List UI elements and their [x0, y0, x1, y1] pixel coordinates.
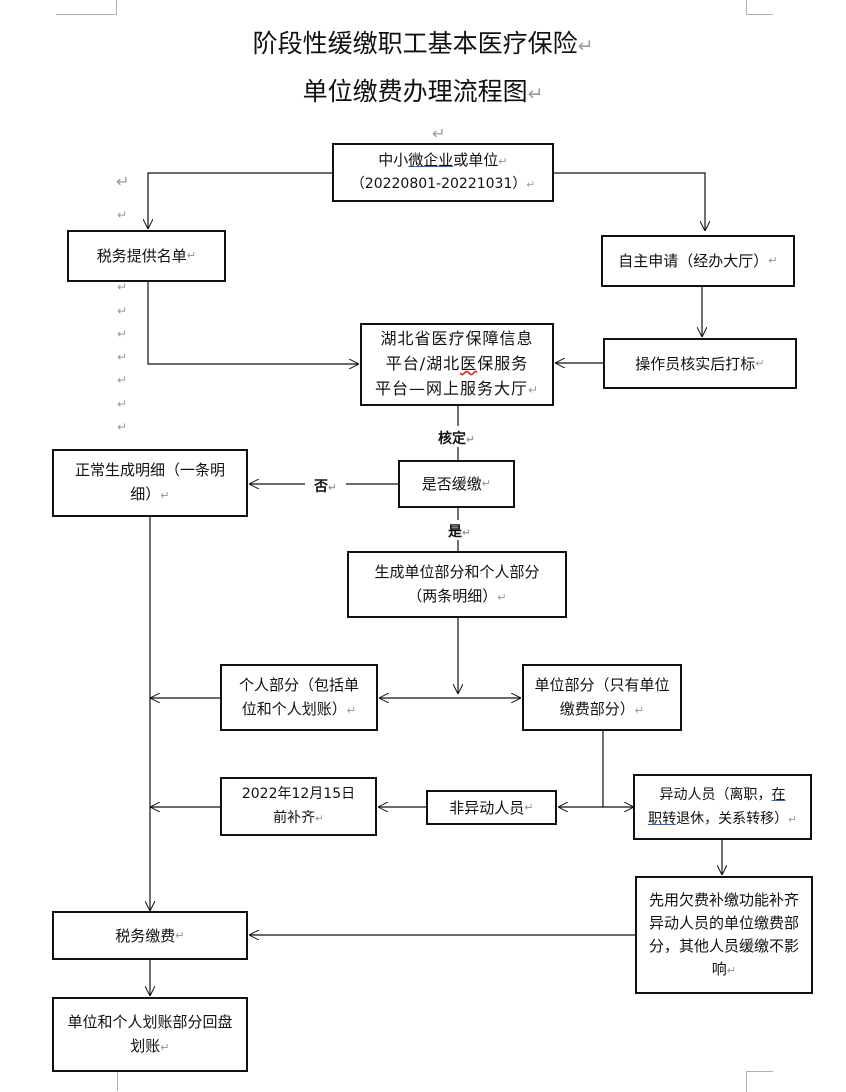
- node-text: （两条明细）↵: [407, 586, 507, 605]
- paragraph-mark-icon: ↵: [186, 249, 197, 262]
- node-operator-mark[interactable]: 操作员核实后打标↵: [603, 338, 797, 389]
- node-platform[interactable]: 湖北省医疗保障信息 平台/湖北医保服务 平台—网上服务大厅↵: [360, 323, 554, 406]
- node-text: 税务缴费: [115, 926, 176, 945]
- node-text: 单位部分（只有单位缴费部分）↵: [534, 675, 670, 718]
- paragraph-mark-icon: ↵: [726, 963, 737, 977]
- node-text: 个人部分（包括单位和个人划账）↵: [238, 675, 359, 718]
- edge-label-verify: 核定↵: [438, 431, 475, 447]
- node-text: 正常生成明细（一条明细）↵: [74, 461, 225, 503]
- page-corner-bottom-right: [746, 1071, 773, 1092]
- page-corner-top-left: [56, 0, 117, 15]
- node-normal-detail[interactable]: 正常生成明细（一条明细）↵: [52, 449, 248, 517]
- node-start-line-2: （20220801-20221031）↵: [350, 176, 536, 192]
- paragraph-mark-icon: ↵: [117, 397, 128, 411]
- edge-tax-list-to-platform: [147, 280, 359, 364]
- node-self-apply[interactable]: 自主申请（经办大厅）↵: [601, 235, 795, 287]
- node-text: 湖北省医疗保障信息: [380, 329, 534, 348]
- node-text: 平台—网上服务大厅↵: [374, 379, 540, 398]
- paragraph-mark-icon: ↵: [577, 36, 594, 57]
- paragraph-mark-icon: ↵: [498, 155, 508, 168]
- edge-label-no: 否↵: [314, 479, 337, 495]
- paragraph-mark-icon: ↵: [755, 356, 765, 370]
- paragraph-mark-icon: ↵: [346, 703, 357, 717]
- node-text: 非异动人员: [449, 798, 525, 817]
- node-unit-part[interactable]: 单位部分（只有单位缴费部分）↵: [522, 664, 682, 731]
- paragraph-mark-icon: ↵: [116, 172, 130, 191]
- paragraph-mark-icon: ↵: [788, 813, 797, 826]
- title-text: 阶段性缓缴职工基本医疗保险: [252, 29, 578, 58]
- paragraph-mark-icon: ↵: [117, 373, 128, 387]
- node-text: 职转退休，关系转移）↵: [648, 810, 797, 827]
- node-changed[interactable]: 异动人员（离职，在 职转退休，关系转移）↵: [633, 774, 812, 840]
- paragraph-mark-icon: ↵: [117, 350, 128, 364]
- paragraph-mark-icon: ↵: [117, 327, 128, 341]
- page-title-line-1: 阶段性缓缴职工基本医疗保险↵: [0, 24, 846, 60]
- node-text: 操作员核实后打标: [635, 354, 756, 373]
- paragraph-mark-icon: ↵: [768, 254, 778, 267]
- node-text: 异动人员（离职，在: [659, 786, 786, 803]
- node-start-line-1: 中小微企业或单位↵: [378, 151, 508, 169]
- node-text: 是否缓缴: [421, 475, 482, 493]
- edge-label-yes: 是↵: [448, 524, 471, 540]
- node-defer-decision[interactable]: 是否缓缴↵: [398, 460, 515, 508]
- edge-start-to-self-apply: [553, 172, 705, 231]
- node-text: 2022年12月15日: [241, 786, 356, 802]
- page-corner-top-right: [746, 0, 773, 15]
- node-reconcile[interactable]: 单位和个人划账部分回盘划账↵: [52, 997, 248, 1072]
- node-text: 先用欠费补缴功能补齐异动人员的单位缴费部分，其他人员缓缴不影响↵: [649, 890, 800, 978]
- node-text: 单位和个人划账部分回盘划账↵: [67, 1012, 233, 1055]
- node-tax-payment[interactable]: 税务缴费↵: [52, 911, 248, 960]
- paragraph-mark-icon: ↵: [160, 489, 170, 502]
- paragraph-mark-icon: ↵: [462, 527, 471, 539]
- paragraph-mark-icon: ↵: [526, 179, 536, 191]
- node-text: 生成单位部分和个人部分: [374, 562, 540, 581]
- node-start[interactable]: 中小微企业或单位↵ （20220801-20221031）↵: [332, 143, 554, 202]
- node-non-changed[interactable]: 非异动人员↵: [426, 790, 557, 825]
- paragraph-mark-icon: ↵: [117, 280, 128, 294]
- node-text: 前补齐↵: [273, 810, 324, 826]
- node-deadline[interactable]: 2022年12月15日 前补齐↵: [220, 777, 377, 836]
- paragraph-mark-icon: ↵: [527, 383, 540, 397]
- paragraph-mark-icon: ↵: [117, 304, 128, 318]
- node-arrears[interactable]: 先用欠费补缴功能补齐异动人员的单位缴费部分，其他人员缓缴不影响↵: [635, 876, 813, 994]
- node-tax-list[interactable]: 税务提供名单↵: [67, 230, 226, 282]
- node-text: 自主申请（经办大厅）: [618, 252, 769, 270]
- paragraph-mark-icon: ↵: [466, 434, 475, 446]
- page-corner-bottom-left: [117, 1071, 118, 1091]
- paragraph-mark-icon: ↵: [315, 813, 324, 825]
- paragraph-mark-icon: ↵: [117, 208, 128, 222]
- paragraph-mark-icon: ↵: [527, 84, 544, 105]
- page-title-line-2: 单位缴费办理流程图↵: [0, 72, 846, 108]
- edge-start-to-tax-list: [148, 172, 333, 229]
- node-text: 平台/湖北医保服务: [385, 354, 529, 373]
- paragraph-mark-icon: ↵: [328, 482, 337, 494]
- paragraph-mark-icon: ↵: [432, 124, 446, 143]
- node-personal-part[interactable]: 个人部分（包括单位和个人划账）↵: [220, 664, 378, 731]
- node-two-parts[interactable]: 生成单位部分和个人部分 （两条明细）↵: [347, 551, 567, 618]
- paragraph-mark-icon: ↵: [160, 1040, 170, 1054]
- title-text: 单位缴费办理流程图: [302, 77, 528, 106]
- paragraph-mark-icon: ↵: [524, 800, 534, 814]
- node-text: 税务提供名单: [96, 247, 187, 265]
- paragraph-mark-icon: ↵: [497, 590, 507, 604]
- paragraph-mark-icon: ↵: [481, 477, 492, 490]
- paragraph-mark-icon: ↵: [117, 420, 128, 434]
- paragraph-mark-icon: ↵: [634, 703, 645, 717]
- paragraph-mark-icon: ↵: [175, 928, 185, 942]
